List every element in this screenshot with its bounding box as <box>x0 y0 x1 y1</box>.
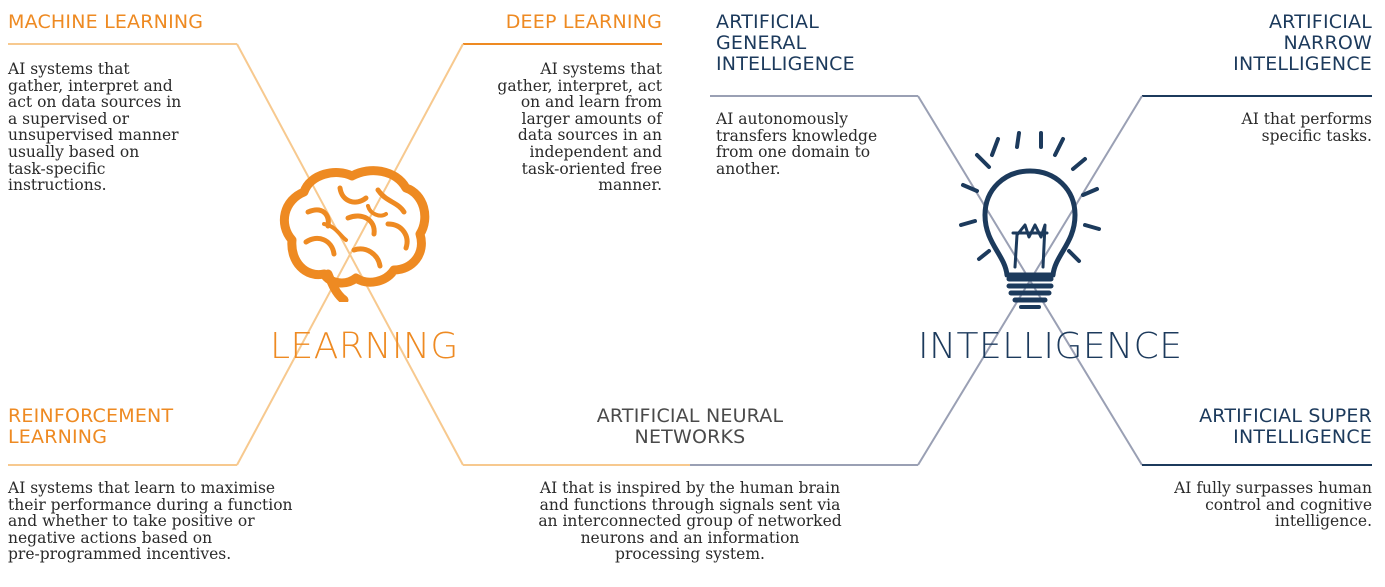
line-dl-diagonal <box>236 43 464 466</box>
brain-icon <box>270 162 430 305</box>
ann-text: AI that is inspired by the human brain a… <box>538 479 842 564</box>
agi-text: AI autonomously transfers knowledge from… <box>716 110 878 178</box>
deep-learning-title: DEEP LEARNING <box>505 11 662 33</box>
intelligence-label: INTELLIGENCE <box>918 326 1183 367</box>
ani-title: ARTIFICIAL NARROW INTELLIGENCE <box>1233 11 1372 75</box>
ani-text: AI that performs specific tasks. <box>1241 110 1373 145</box>
lightbulb-icon <box>945 125 1115 315</box>
ann-title: ARTIFICIAL NEURAL NETWORKS <box>596 405 784 448</box>
reinforcement-learning-text: AI systems that learn to maximise their … <box>8 479 293 564</box>
agi-title: ARTIFICIAL GENERAL INTELLIGENCE <box>716 11 855 75</box>
reinforcement-learning-title: REINFORCEMENT LEARNING <box>8 405 174 448</box>
asi-text: AI fully surpasses human control and cog… <box>1174 479 1372 531</box>
asi-title: ARTIFICIAL SUPER INTELLIGENCE <box>1199 405 1372 448</box>
machine-learning-title: MACHINE LEARNING <box>8 11 204 33</box>
machine-learning-text: AI systems that gather, interpret and ac… <box>8 60 182 195</box>
learning-label: LEARNING <box>270 326 459 367</box>
deep-learning-text: AI systems that gather, interpret, act o… <box>497 60 662 195</box>
